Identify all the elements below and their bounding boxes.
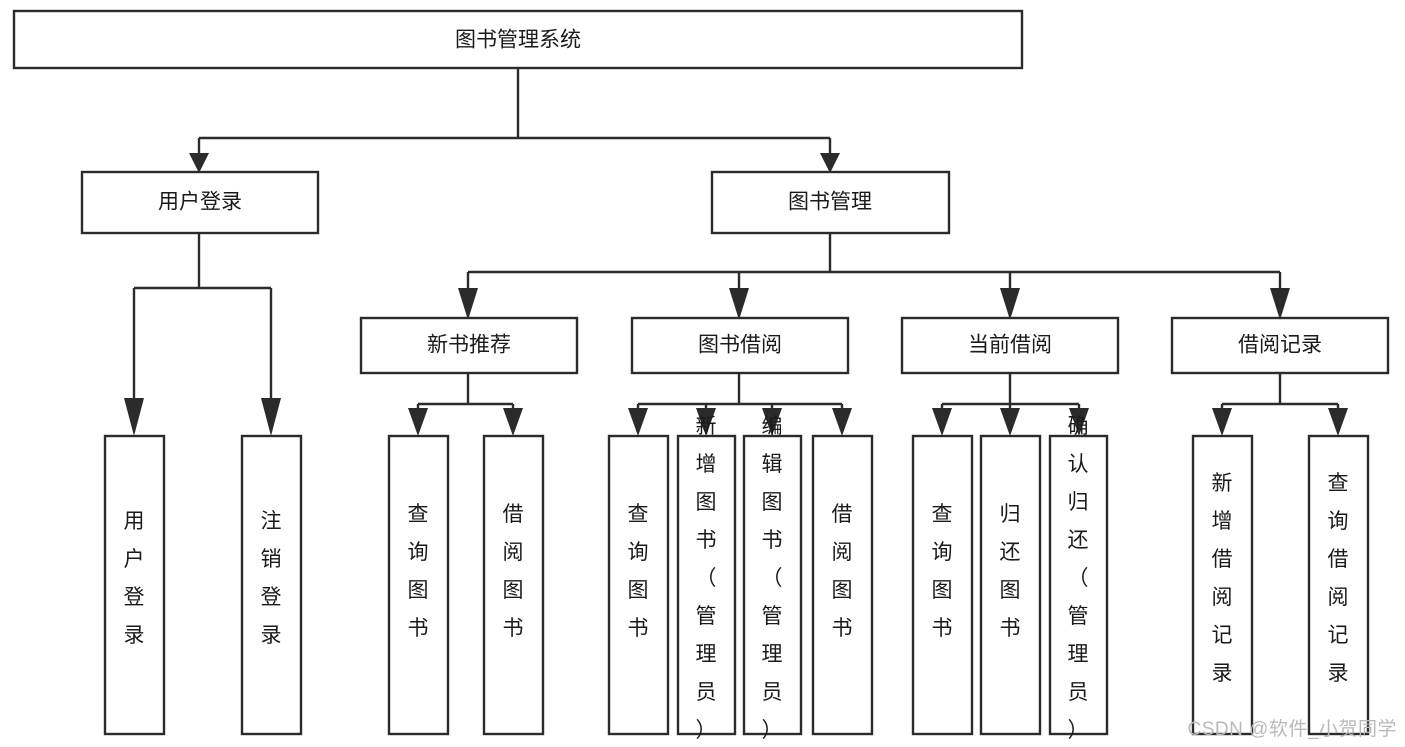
leaf-nodes-layer: 用户登录 注销登录 查询图书 借阅图书 查询图书 新 [103,415,1370,742]
leaf-node-br-query-record[interactable]: 查询借阅记录 [1307,434,1370,736]
node-book-borrow-label: 图书借阅 [698,334,782,357]
leaf-node-cb-return-book-label: 归还图书 [1000,503,1021,640]
leaf-node-bb-add-book-label: 新增图书（管理员） [696,415,717,742]
node-current-borrow[interactable]: 当前借阅 [900,316,1120,375]
arrow-to-bb-query [628,408,648,436]
node-new-book-recommend-label: 新书推荐 [427,334,511,357]
leaf-node-bb-borrow-book[interactable]: 借阅图书 [811,434,874,736]
arrow-to-current-borrow [1000,288,1020,320]
leaf-node-br-add-record-label: 新增借阅记录 [1212,472,1233,685]
leaf-node-br-add-record[interactable]: 新增借阅记录 [1191,434,1254,736]
arrow-to-cb-confirm [1069,408,1089,436]
arrow-to-br-add [1212,408,1232,436]
leaf-node-bb-borrow-book-label: 借阅图书 [832,503,853,640]
leaf-node-cb-query-book-box[interactable] [911,434,974,736]
node-book-borrow-box[interactable] [630,316,850,375]
node-current-borrow-label: 当前借阅 [968,334,1052,357]
leaf-node-bb-edit-book-box[interactable] [742,434,803,736]
arrow-to-user-login [189,153,209,173]
leaf-node-cb-return-book-box[interactable] [979,434,1042,736]
arrow-to-br-query [1328,408,1348,436]
leaf-node-bb-add-book[interactable]: 新增图书（管理员） [676,415,737,742]
leaf-node-bb-borrow-book-box[interactable] [811,434,874,736]
arrow-to-new-book [458,288,478,320]
leaf-node-nb-borrow-book[interactable]: 借阅图书 [482,434,545,736]
leaf-node-logout-label: 注销登录 [261,510,282,647]
node-root[interactable]: 图书管理系统 [12,9,1024,70]
leaf-node-nb-query-book-box[interactable] [387,434,450,736]
leaf-node-cb-confirm-return-label: 确认归还（管理员） [1068,415,1089,742]
arrow-to-book-borrow [729,288,749,320]
node-root-box[interactable] [12,9,1024,70]
arrow-to-cb-return [1000,408,1020,436]
node-new-book-recommend-box[interactable] [359,316,579,375]
leaf-node-bb-edit-book-label: 编辑图书（管理员） [762,415,783,742]
leaf-node-logout[interactable]: 注销登录 [240,434,303,736]
arrow-to-nb-borrow [503,408,523,436]
node-book-manage[interactable]: 图书管理 [710,170,951,235]
arrow-to-bb-borrow [832,408,852,436]
connectors-layer [124,68,1348,436]
leaf-node-user-login-box[interactable] [103,434,166,736]
leaf-node-cb-return-book[interactable]: 归还图书 [979,434,1042,736]
node-book-borrow[interactable]: 图书借阅 [630,316,850,375]
arrow-to-bb-edit [762,408,782,436]
node-book-manage-label: 图书管理 [788,191,872,214]
arrow-to-book-manage [820,153,840,173]
node-new-book-recommend[interactable]: 新书推荐 [359,316,579,375]
leaf-node-bb-query-book-box[interactable] [607,434,670,736]
leaf-node-cb-confirm-return-box[interactable] [1048,434,1109,736]
leaf-node-cb-query-book[interactable]: 查询图书 [911,434,974,736]
leaf-node-nb-borrow-book-box[interactable] [482,434,545,736]
leaf-node-bb-query-book-label: 查询图书 [628,503,649,640]
leaf-node-nb-query-book-label: 查询图书 [408,503,429,640]
node-root-label: 图书管理系统 [455,29,581,52]
arrow-to-borrow-record [1270,288,1290,320]
leaf-node-bb-add-book-box[interactable] [676,434,737,736]
leaf-node-br-add-record-box[interactable] [1191,434,1254,736]
arrow-to-leaf-logout [261,398,281,436]
node-user-login-box[interactable] [80,170,320,235]
arrow-to-bb-add [696,408,716,436]
node-borrow-record-box[interactable] [1170,316,1390,375]
leaf-node-bb-edit-book[interactable]: 编辑图书（管理员） [742,415,803,742]
node-book-manage-box[interactable] [710,170,951,235]
node-borrow-record-label: 借阅记录 [1238,334,1322,357]
leaf-node-br-query-record-label: 查询借阅记录 [1328,472,1349,685]
node-borrow-record[interactable]: 借阅记录 [1170,316,1390,375]
arrow-to-leaf-user-login [124,398,144,436]
leaf-node-nb-query-book[interactable]: 查询图书 [387,434,450,736]
arrow-to-nb-query [408,408,428,436]
node-user-login-label: 用户登录 [158,191,242,214]
node-user-login[interactable]: 用户登录 [80,170,320,235]
node-current-borrow-box[interactable] [900,316,1120,375]
arrow-to-cb-query [932,408,952,436]
leaf-node-user-login-label: 用户登录 [124,510,145,647]
leaf-node-logout-box[interactable] [240,434,303,736]
leaf-node-br-query-record-box[interactable] [1307,434,1370,736]
leaf-node-nb-borrow-book-label: 借阅图书 [503,503,524,640]
leaf-node-cb-confirm-return[interactable]: 确认归还（管理员） [1048,415,1109,742]
leaf-node-bb-query-book[interactable]: 查询图书 [607,434,670,736]
leaf-node-user-login[interactable]: 用户登录 [103,434,166,736]
leaf-node-cb-query-book-label: 查询图书 [932,503,953,640]
